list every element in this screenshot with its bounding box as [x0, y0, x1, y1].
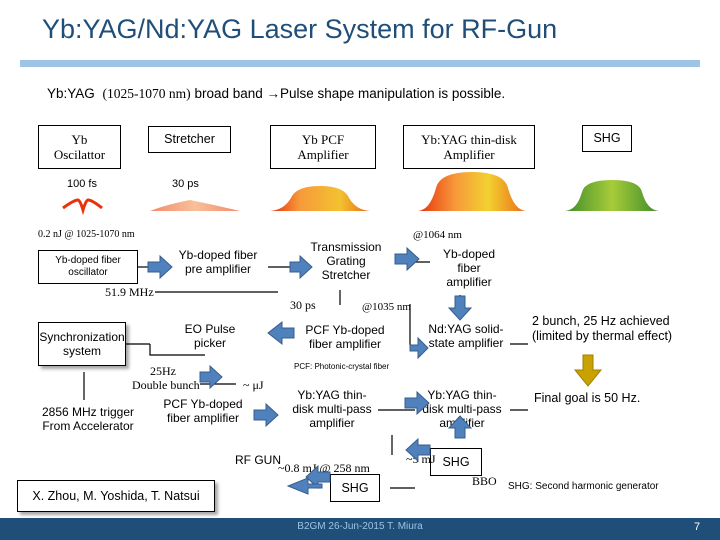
arrow-9: [404, 390, 430, 416]
label-100fs: 100 fs: [67, 178, 97, 190]
footer-text: B2GM 26-Jun-2015 T. Miura: [297, 521, 423, 532]
subtitle: Yb:YAG (1025-1070 nm) broad band →Pulse …: [47, 86, 505, 102]
arrow-7: [199, 364, 223, 390]
pulse-pcf: [270, 186, 370, 211]
wl-1064: @1064 nm: [413, 229, 462, 241]
arrow-11: [305, 464, 331, 490]
fiber-oscillator-box: Yb-doped fiber oscillator: [38, 250, 138, 284]
label-30ps-top: 30 ps: [172, 178, 199, 190]
subtitle-rest: broad band →Pulse shape manipulation is …: [194, 86, 506, 101]
oscillator-box: Yb Oscilattor: [38, 125, 121, 169]
arrow-5: [267, 320, 295, 346]
arrow-13: [286, 477, 323, 495]
yb-fiber-amplifier: Yb-doped fiber amplifier: [442, 247, 496, 290]
label-30ps: 30 ps: [290, 298, 316, 312]
freq-label: 51.9 MHz: [105, 285, 154, 299]
pcf-amplifier-box: Yb PCF Amplifier: [270, 125, 376, 169]
synchronization-box: Synchronization system: [38, 322, 126, 366]
thin-disk-box: Yb:YAG thin-disk Amplifier: [403, 125, 535, 169]
fiber-pre-amplifier: Yb-doped fiber pre amplifier: [178, 248, 258, 277]
rf-gun-label: RF GUN: [235, 453, 281, 467]
arrow-3: [394, 246, 420, 272]
page-title: Yb:YAG/Nd:YAG Laser System for RF-Gun: [42, 14, 558, 44]
eo-pulse-picker: EO Pulse picker: [184, 322, 236, 351]
input-spec: 0.2 nJ @ 1025-1070 nm: [38, 229, 135, 240]
goal-note: Final goal is 50 Hz.: [534, 391, 641, 405]
double-bunch-label: Double bunch: [132, 378, 200, 392]
footer-bar: [0, 518, 720, 540]
shg-right-box: SHG: [430, 448, 482, 476]
arrow-10: [447, 415, 473, 439]
shg-left-box: SHG: [330, 474, 380, 502]
arrow-4: [447, 295, 473, 321]
subtitle-range: (1025-1070 nm): [102, 86, 191, 101]
authors-box: X. Zhou, M. Yoshida, T. Natsui: [17, 480, 215, 512]
rate-label: 25Hz: [150, 364, 176, 378]
shg-top-box: SHG: [582, 125, 632, 152]
ndyag-amplifier: Nd:YAG solid-state amplifier: [428, 322, 504, 351]
page-number: 7: [694, 521, 701, 533]
pulse-shg: [565, 180, 659, 211]
arrow-8: [253, 402, 279, 428]
title-rule: [20, 60, 700, 67]
uj-label: ~ μJ: [243, 378, 264, 392]
pcf-fiber-amplifier-2: PCF Yb-doped fiber amplifier: [163, 397, 243, 426]
thin-disk-multipass-left: Yb:YAG thin-disk multi-pass amplifier: [292, 388, 372, 431]
shg-note: SHG: Second harmonic generator: [508, 481, 659, 492]
thin-disk-multipass-right: Yb:YAG thin-disk multi-pass amplifier: [422, 388, 502, 430]
pulse-thin-disk: [418, 172, 526, 211]
pulse-stretched: [150, 200, 240, 211]
wl-1035: @1035 nm: [362, 301, 411, 313]
connector-sync-v: [149, 344, 205, 356]
bunch-note: 2 bunch, 25 Hz achieved (limited by ther…: [532, 314, 673, 343]
bbo-label: BBO: [472, 474, 497, 488]
subtitle-lead: Yb:YAG: [47, 86, 95, 101]
stretcher-box: Stretcher: [148, 126, 231, 153]
arrow-1: [147, 254, 173, 280]
arrow-6: [409, 336, 429, 360]
trigger-label: 2856 MHz trigger From Accelerator: [41, 405, 135, 434]
pulse-100fs: [62, 198, 103, 216]
pcf-note: PCF: Photonic-crystal fiber: [294, 362, 390, 371]
pcf-fiber-amplifier: PCF Yb-doped fiber amplifier: [305, 323, 385, 352]
energy-258nm: ~0.8 mJ @ 258 nm: [278, 461, 370, 475]
arrow-2: [289, 254, 313, 280]
arrow-gold: [573, 354, 603, 387]
arrow-12: [405, 437, 431, 463]
grating-stretcher: Transmission Grating Stretcher: [310, 240, 382, 283]
